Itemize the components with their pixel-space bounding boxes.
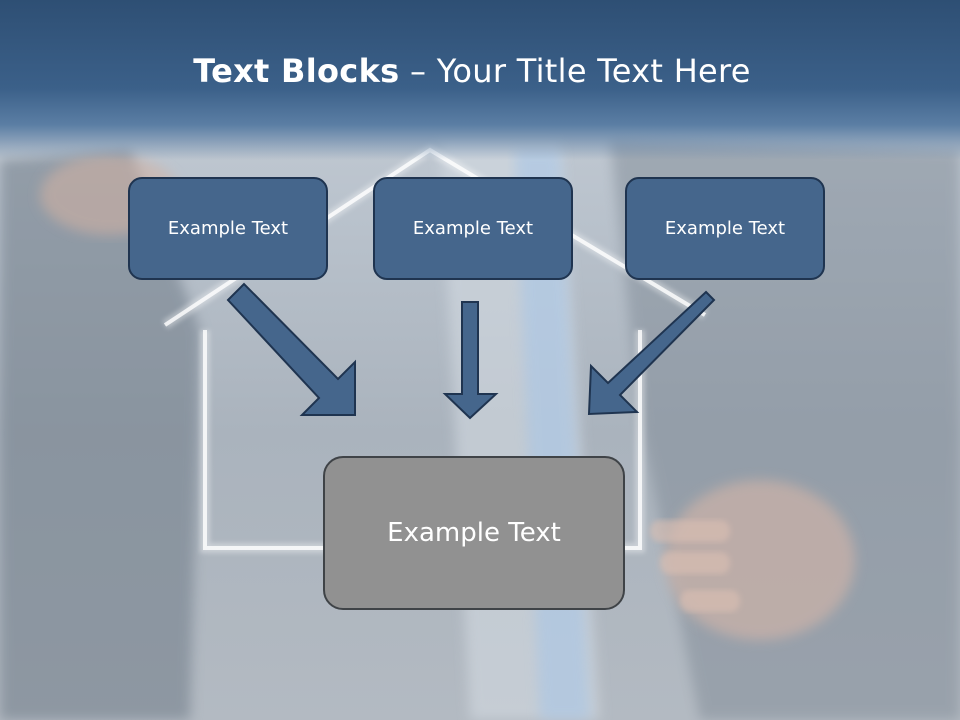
text-block-3[interactable]: Example Text — [625, 177, 825, 280]
title-rest-part: Your Title Text Here — [436, 52, 751, 90]
title-dash: – — [399, 52, 437, 90]
text-block-3-label: Example Text — [664, 218, 786, 239]
title-band — [0, 0, 960, 160]
text-block-1[interactable]: Example Text — [128, 177, 328, 280]
result-text-block[interactable]: Example Text — [323, 456, 625, 610]
text-block-1-label: Example Text — [167, 218, 289, 239]
slide-title: Text Blocks – Your Title Text Here — [0, 52, 944, 90]
text-block-2[interactable]: Example Text — [373, 177, 573, 280]
text-block-2-label: Example Text — [412, 218, 534, 239]
title-bold-part: Text Blocks — [193, 52, 400, 90]
result-text-block-label: Example Text — [387, 518, 561, 548]
arrow-right-diagonal — [587, 290, 716, 416]
arrow-center-down — [442, 301, 499, 420]
arrow-left-diagonal — [226, 282, 356, 416]
